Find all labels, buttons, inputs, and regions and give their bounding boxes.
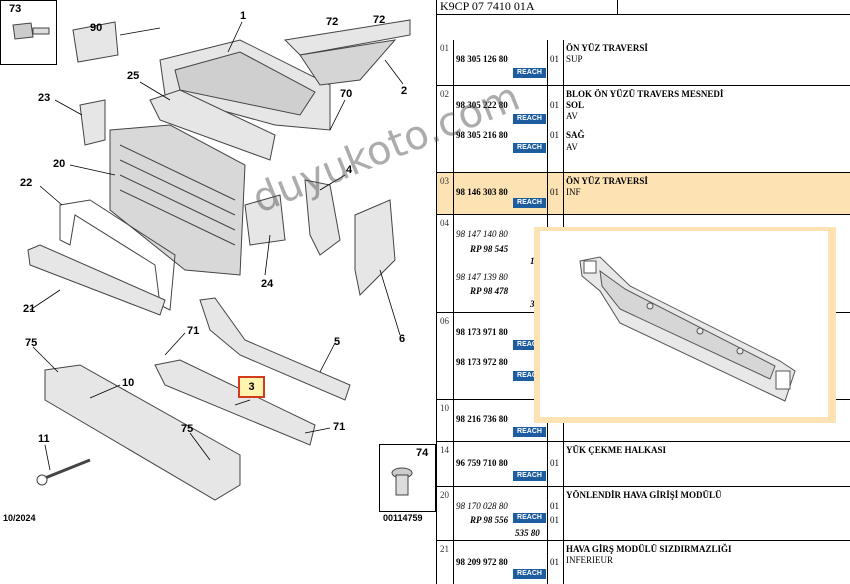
- callout-5: 5: [334, 336, 341, 348]
- exploded-diagram: 73 74 90 1 72 72 25 2 70 23 20 4 22 24 2…: [0, 0, 436, 523]
- callout-71b: 71: [333, 421, 346, 433]
- bolt-icon: [12, 22, 50, 40]
- callout-75b: 75: [181, 423, 194, 435]
- callout-11: 11: [38, 433, 50, 445]
- callout-72a: 72: [326, 16, 339, 28]
- part-number[interactable]: 98 305 216 80: [456, 130, 508, 140]
- callout-10: 10: [122, 377, 135, 389]
- part-title: BLOK ÖN YÜZÜ TRAVERS MESNEDİ: [566, 89, 724, 99]
- callout-74: 74: [416, 447, 429, 459]
- part-title: ÖN YÜZ TRAVERSİ: [566, 43, 648, 53]
- table-header: K9CP 07 7410 01A: [437, 0, 850, 15]
- clip-icon: [391, 467, 413, 496]
- part-number[interactable]: 98 147 140 80: [456, 229, 508, 239]
- header-code: K9CP 07 7410 01A: [440, 0, 535, 13]
- callout-2: 2: [401, 85, 408, 97]
- callout-20: 20: [53, 158, 66, 170]
- reach-badge: REACH: [513, 513, 546, 523]
- callout-21: 21: [23, 303, 36, 315]
- callout-72b: 72: [373, 14, 386, 26]
- reach-badge: REACH: [513, 371, 546, 381]
- part-number[interactable]: 98 147 139 80: [456, 272, 508, 282]
- part-preview-image: [540, 231, 828, 417]
- callout-3-highlight[interactable]: 3: [238, 376, 265, 398]
- callout-90: 90: [90, 22, 103, 34]
- part-number[interactable]: 98 305 126 80: [456, 54, 508, 64]
- part-title: YÜK ÇEKME HALKASI: [566, 445, 667, 455]
- part-number[interactable]: 98 170 028 80: [456, 501, 508, 511]
- reach-badge: REACH: [513, 471, 546, 481]
- part-number[interactable]: 98 216 736 80: [456, 414, 508, 424]
- diagram-drawing: [27, 19, 411, 501]
- part-number[interactable]: 98 173 971 80: [456, 327, 508, 337]
- callout-25: 25: [127, 70, 140, 82]
- callout-4: 4: [346, 164, 353, 176]
- table-row[interactable]: 01 98 305 126 80 REACH 01 ÖN YÜZ TRAVERS…: [437, 40, 850, 86]
- reach-badge: REACH: [513, 68, 546, 78]
- table-row[interactable]: 14 96 759 710 80 REACH 01 YÜK ÇEKME HALK…: [437, 442, 850, 487]
- part-title: ÖN YÜZ TRAVERSİ: [566, 176, 648, 186]
- table-row[interactable]: 02 98 305 222 80 REACH 01 98 305 216 80 …: [437, 86, 850, 173]
- diagram-reference: 00114759: [383, 513, 423, 523]
- table-row[interactable]: 21 98 209 972 80 REACH 01 HAVA GİRŞ MODÜ…: [437, 541, 850, 584]
- part-number[interactable]: 98 305 222 80: [456, 100, 508, 110]
- part-title: HAVA GİRŞ MODÜLÜ SIZDIRMAZLIĞI: [566, 544, 732, 554]
- part-number[interactable]: 98 146 303 80: [456, 187, 508, 197]
- callout-22: 22: [20, 177, 33, 189]
- callout-6: 6: [399, 333, 406, 345]
- callout-73: 73: [9, 3, 22, 15]
- reach-badge: REACH: [513, 143, 546, 153]
- diagram-date: 10/2024: [3, 513, 36, 523]
- callout-70: 70: [340, 88, 353, 100]
- part-74-box: 74: [379, 444, 436, 512]
- part-number[interactable]: 96 759 710 80: [456, 458, 508, 468]
- lower-traverse-drawing: [579, 256, 796, 402]
- callout-24: 24: [261, 278, 274, 290]
- part-number[interactable]: 98 173 972 80: [456, 357, 508, 367]
- reach-badge: REACH: [513, 198, 546, 208]
- callout-71a: 71: [187, 325, 200, 337]
- reach-badge: REACH: [513, 114, 546, 124]
- reach-badge: REACH: [513, 427, 546, 437]
- part-number[interactable]: 98 209 972 80: [456, 557, 508, 567]
- callout-23: 23: [38, 92, 51, 104]
- callout-1: 1: [240, 10, 247, 22]
- callout-75a: 75: [25, 337, 38, 349]
- table-row[interactable]: 20 98 170 028 80 REACH RP 98 556 535 80 …: [437, 487, 850, 541]
- part-preview-popup: [534, 227, 836, 423]
- part-title: YÖNLENDİR HAVA GİRİŞİ MODÜLÜ: [566, 490, 722, 500]
- part-73-box: 73: [0, 0, 57, 65]
- table-row-selected[interactable]: 03 98 146 303 80 REACH 01 ÖN YÜZ TRAVERS…: [437, 173, 850, 215]
- reach-badge: REACH: [513, 569, 546, 579]
- reach-badge: REACH: [513, 340, 546, 350]
